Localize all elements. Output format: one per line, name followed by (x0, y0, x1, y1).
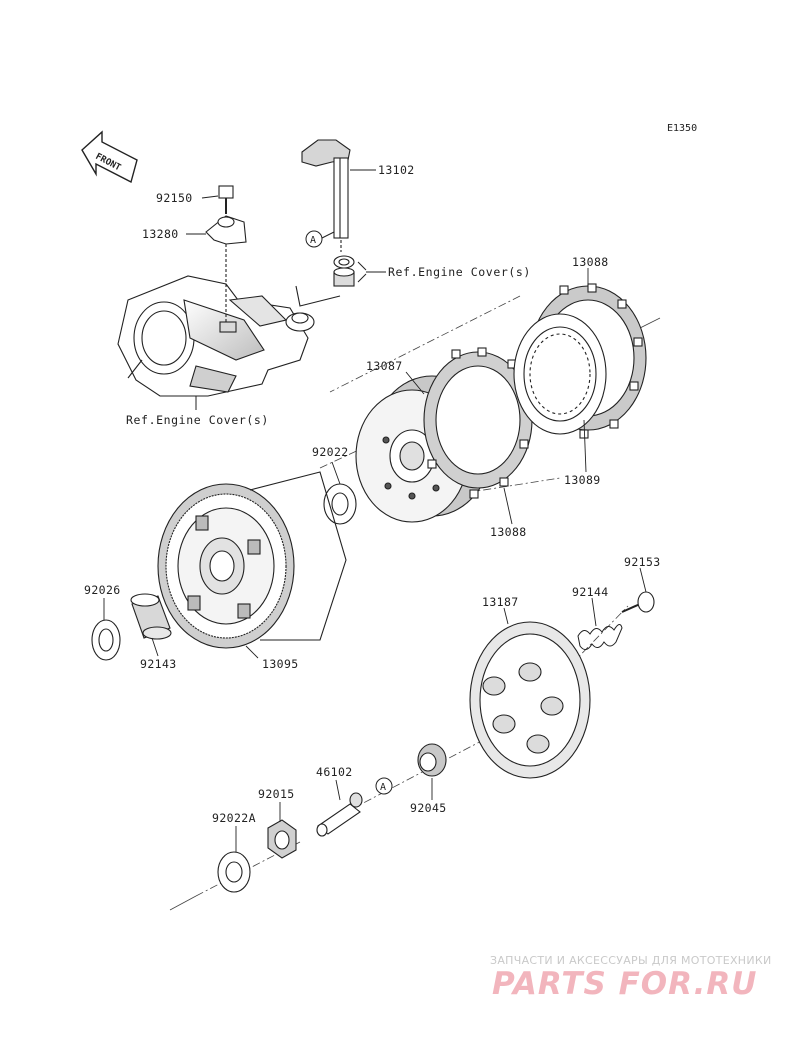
shaft-oil-seal (333, 255, 355, 287)
part-label-92026: 92026 (84, 583, 121, 597)
bearing-92045 (417, 743, 447, 777)
watermark-logo: PARTS FOR.RU (492, 966, 758, 1002)
ref-engine-cover-left-label: Ref.Engine Cover(s) (126, 413, 269, 427)
part-label-13187: 13187 (482, 595, 519, 609)
part-label-92015: 92015 (258, 787, 295, 801)
part-label-92143: 92143 (140, 657, 177, 671)
bolt-92150 (218, 185, 234, 214)
part-label-13089: 13089 (564, 473, 601, 487)
release-shaft-13102 (301, 139, 351, 252)
part-label-13088-top: 13088 (572, 255, 609, 269)
cover-bushing (285, 285, 341, 332)
engine-cover-housing (117, 275, 309, 397)
nut-92015 (267, 819, 297, 859)
ref-engine-cover-top-bracket (357, 261, 386, 283)
washer-92022A (217, 851, 251, 893)
connector-marker-a-bottom-label: A (380, 782, 386, 793)
part-label-92022: 92022 (312, 445, 349, 459)
pressure-plate-13187 (469, 621, 591, 779)
part-label-92045: 92045 (410, 801, 447, 815)
connector-marker-a-top-label: A (310, 235, 316, 246)
front-arrow-icon: FRONT (81, 130, 138, 184)
part-label-92153: 92153 (624, 555, 661, 569)
part-label-13102: 13102 (378, 163, 415, 177)
thrust-washer-92022 (323, 483, 357, 525)
part-number-labels: 13102 92150 13280 13088 13087 92022 1308… (84, 163, 661, 825)
diagram-code: E1350 (667, 123, 697, 134)
part-label-92144: 92144 (572, 585, 609, 599)
ref-engine-cover-top-label: Ref.Engine Cover(s) (388, 265, 531, 279)
friction-plate-13088-front (423, 347, 535, 499)
washer-92026 (91, 619, 121, 661)
spring-92144 (577, 624, 623, 650)
watermark-tagline: ЗАПЧАСТИ И АКСЕССУАРЫ ДЛЯ МОТОТЕХНИКИ (490, 954, 772, 967)
pushrod-46102 (316, 792, 363, 837)
part-label-13087: 13087 (366, 359, 403, 373)
part-label-92022A: 92022A (212, 811, 256, 825)
steel-plate-13089 (513, 313, 607, 435)
part-label-46102: 46102 (316, 765, 353, 779)
sleeve-92143 (130, 593, 172, 640)
callout-leader-lines (103, 169, 647, 852)
connector-marker-a-top: A (305, 230, 335, 248)
part-label-92150: 92150 (156, 191, 193, 205)
part-label-13280: 13280 (142, 227, 179, 241)
connector-marker-a-bottom: A (375, 777, 393, 795)
part-label-13088-bottom: 13088 (490, 525, 527, 539)
bolt-92153 (621, 591, 655, 613)
clutch-hub-gear-13095 (157, 471, 347, 649)
bracket-13280 (205, 215, 247, 322)
part-label-13095: 13095 (262, 657, 299, 671)
